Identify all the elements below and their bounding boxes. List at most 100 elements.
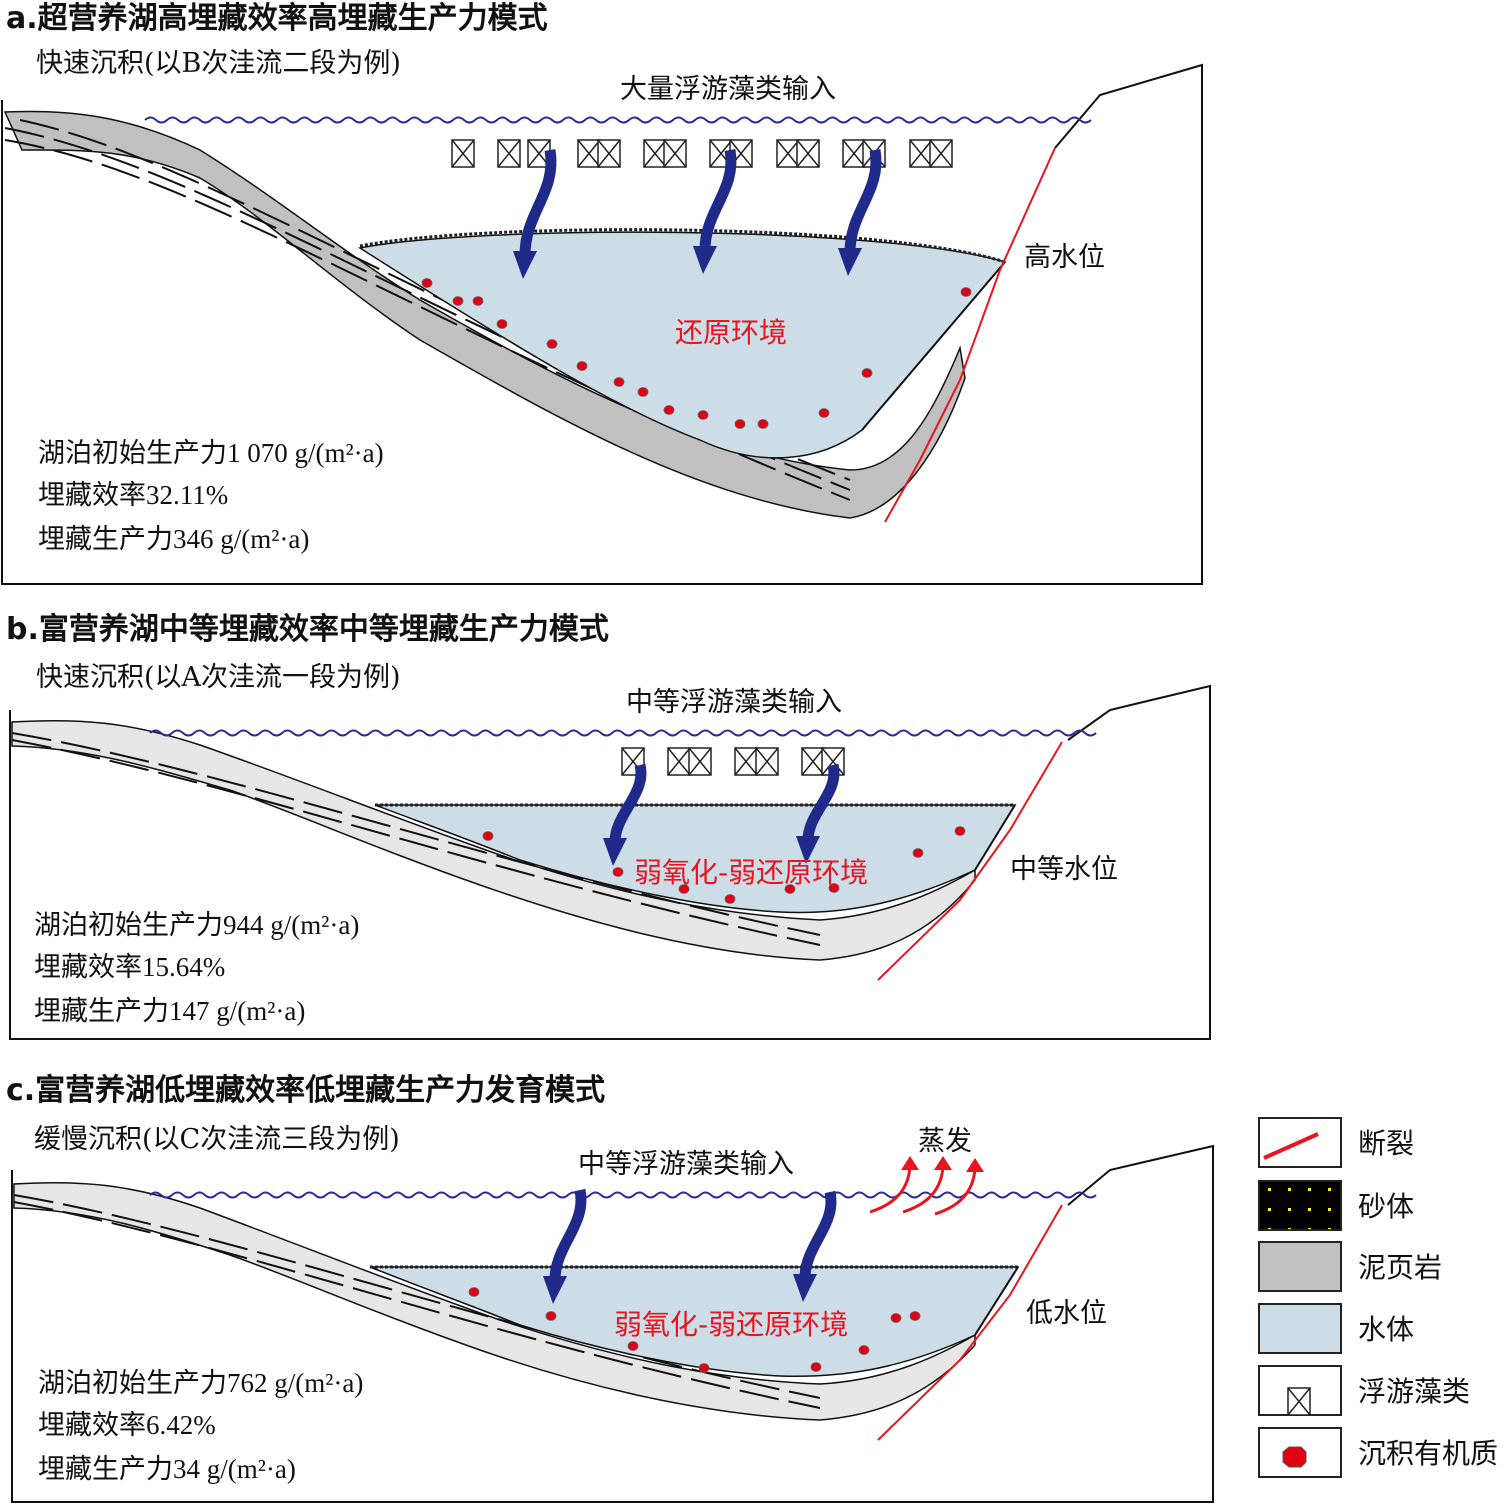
plankton-algae-icon [755,747,779,776]
arrow-shaft [519,149,557,256]
legend-label: 断裂 [1358,1127,1414,1160]
algae-cross [776,139,800,168]
panel-frame [9,684,1211,1040]
legend-shale: 泥页岩 [1258,1241,1442,1292]
panel-c-burial-productivity: 埋藏生产力34 g/(m²·a) [38,1454,296,1484]
shore-slope [861,261,1006,431]
organic-matter-dot [912,848,924,858]
organic-matter-icon [1282,1446,1307,1468]
organic-matter-dot [697,410,709,420]
panel-c-water-level: 低水位 [1026,1298,1107,1329]
panel-a-water-level: 高水位 [1024,242,1105,273]
shore-slope [974,804,1016,871]
panel-a-burial-efficiency: 埋藏效率32.11% [38,480,228,510]
organic-matter-dot [472,296,484,306]
plankton-algae-icon [577,139,601,168]
plankton-algae-icon [643,139,667,168]
algae-cross [821,747,845,776]
arrow-shaft [844,149,882,253]
organic-matter-dot [482,831,494,841]
fault-line [884,147,1056,523]
legend: 断裂 砂体 泥页岩 水体 浮游藻类 沉积有机质 [1258,1117,1498,1478]
panel-b-initial-productivity: 湖泊初始生产力944 g/(m²·a) [34,910,359,940]
arrow-down-icon [793,1274,817,1302]
arrow-shaft [699,149,737,251]
organic-matter-dot [612,867,624,877]
water-surface-wave [144,116,1092,124]
arrow-down-icon [693,246,717,274]
algae-cross [842,139,866,168]
shore-slope [974,1266,1019,1336]
algae-cross [796,139,820,168]
panel-a-title: a.超营养湖高埋藏效率高埋藏生产力模式 [6,1,548,36]
organic-matter-dot [576,361,588,371]
panel-a-initial-productivity: 湖泊初始生产力1 070 g/(m²·a) [38,438,384,468]
organic-matter-dot [861,368,873,378]
arrow-shaft [799,1190,837,1279]
algae-cross [755,747,779,776]
organic-matter-dot [757,419,769,429]
legend-label: 砂体 [1358,1190,1414,1223]
organic-matter-dot [496,319,508,329]
panel-c-subtitle: 缓慢沉积(以C次洼流三段为例) [34,1124,400,1155]
legend-algae: 浮游藻类 [1258,1365,1470,1416]
plankton-algae-icon [909,139,933,168]
legend-sand: 砂体 [1258,1180,1414,1231]
panel-a-basin [1,63,1203,585]
organic-matter-dot [663,405,675,415]
arrow-up-icon [901,1156,919,1170]
organic-matter-dot [421,278,433,288]
organic-matter-dot [909,1311,921,1321]
fault-line [877,741,1063,981]
panel-a-subtitle: 快速沉积(以B次洼流二段为例) [36,48,401,79]
arrow-up-icon [966,1158,984,1172]
algae-cross [929,139,953,168]
panel-frame [11,1144,1214,1503]
plankton-algae-icon [796,139,820,168]
water-level-dotted-line [359,228,1006,264]
arrow-down-icon [513,251,537,279]
algae-cross [734,747,758,776]
organic-matter-dot [468,1287,480,1297]
panel-c-title: c.富营养湖低埋藏效率低埋藏生产力发育模式 [6,1073,605,1108]
algae-cross [497,139,521,168]
panel-b-water-level: 中等水位 [1010,854,1118,885]
arrow-down-icon [543,1276,567,1304]
organic-matter-dot [954,826,966,836]
legend-label: 浮游藻类 [1358,1375,1470,1408]
panel-b-environment: 弱氧化-弱还原环境 [634,856,868,889]
plankton-algae-icon [776,139,800,168]
strata-line [13,1194,821,1399]
strata-line [11,739,821,946]
plankton-algae-icon [929,139,953,168]
organic-matter-dot [784,884,796,894]
legend-label: 水体 [1358,1313,1414,1346]
organic-matter-dot [452,296,464,306]
organic-matter-dot [890,1313,902,1323]
panel-c-environment: 弱氧化-弱还原环境 [614,1308,848,1341]
panel-c-burial-efficiency: 埋藏效率6.42% [38,1410,216,1440]
panel-b-input-label: 中等浮游藻类输入 [626,687,842,718]
plankton-algae-icon [663,139,687,168]
water-body [358,231,1007,459]
algae-cross [909,139,933,168]
panel-frame [1,63,1203,585]
algae-cross [451,139,475,168]
water-surface-wave [149,1191,1097,1199]
water-body [374,804,1017,914]
legend-label: 泥页岩 [1358,1251,1442,1284]
water-body [369,1266,1020,1378]
plankton-algae-icon [451,139,475,168]
plankton-algae-icon [1287,1387,1311,1416]
arrow-down-icon [838,248,862,276]
organic-matter-dot [734,419,746,429]
panel-a-input-label: 大量浮游藻类输入 [620,74,836,105]
evaporation-arrow [902,1166,945,1214]
algae-cross [688,747,712,776]
legend-organic: 沉积有机质 [1258,1427,1498,1478]
plankton-algae-icon [597,139,621,168]
panel-b-title: b.富营养湖中等埋藏效率中等埋藏生产力模式 [6,612,609,647]
organic-matter-dot [627,1341,639,1351]
panel-b-subtitle: 快速沉积(以A次洼流一段为例) [36,662,401,693]
